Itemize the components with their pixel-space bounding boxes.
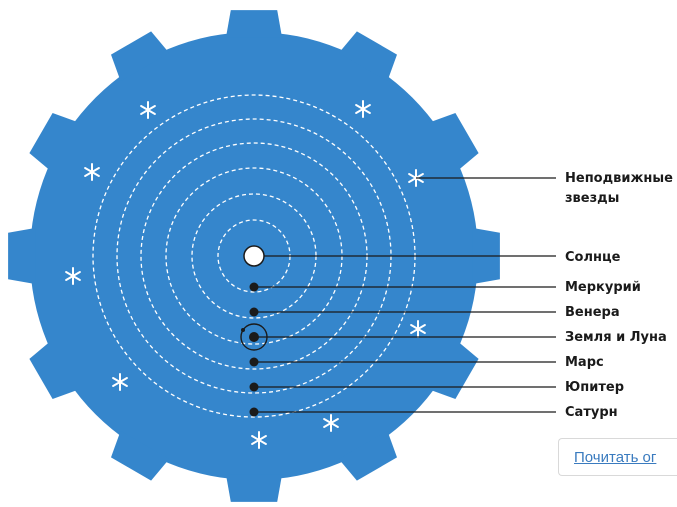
earth-dot <box>249 332 259 342</box>
labels: Неподвижные звезды Солнце Меркурий Венер… <box>565 171 673 420</box>
label-mars: Марс <box>565 355 604 370</box>
moon-dot <box>241 328 245 332</box>
six-point-star-icon <box>251 431 267 449</box>
label-saturn: Сатурн <box>565 405 618 420</box>
label-jupiter: Юпитер <box>565 380 624 395</box>
sun-disc <box>243 245 265 267</box>
gear-tooth <box>111 31 170 82</box>
mars-dot <box>249 357 259 367</box>
six-point-star-icon <box>84 163 100 181</box>
gear-tooth <box>225 474 283 502</box>
leader-lines <box>254 177 556 413</box>
six-point-star-icon <box>65 267 81 285</box>
jupiter-dot <box>249 382 259 392</box>
gear-tooth <box>111 430 170 481</box>
label-venus: Венера <box>565 305 620 320</box>
venus-dot <box>249 307 259 317</box>
label-mercury: Меркурий <box>565 280 641 295</box>
label-sun: Солнце <box>565 250 621 265</box>
gear-tooth <box>338 31 397 82</box>
label-fixed-stars-line2: звезды <box>565 191 619 206</box>
gear-tooth <box>428 113 479 172</box>
gear-tooth <box>338 430 397 481</box>
read-more-button[interactable]: Почитать ог <box>558 438 677 476</box>
gear-tooth <box>428 340 479 399</box>
moon-orbit <box>240 323 268 351</box>
saturn-dot <box>249 407 259 417</box>
fixed-stars <box>65 100 426 449</box>
label-fixed-stars-line1: Неподвижные <box>565 171 673 186</box>
gear-tooth <box>29 113 80 172</box>
gear-tooth <box>8 227 36 285</box>
celestial-bodies <box>240 245 268 417</box>
six-point-star-icon <box>140 101 156 119</box>
six-point-star-icon <box>355 100 371 118</box>
gear-tooth <box>225 10 283 38</box>
mercury-dot <box>249 282 259 292</box>
label-earth-moon: Земля и Луна <box>565 330 667 345</box>
gear-tooth <box>29 340 80 399</box>
six-point-star-icon <box>112 373 128 391</box>
six-point-star-icon <box>410 320 426 338</box>
six-point-star-icon <box>323 414 339 432</box>
